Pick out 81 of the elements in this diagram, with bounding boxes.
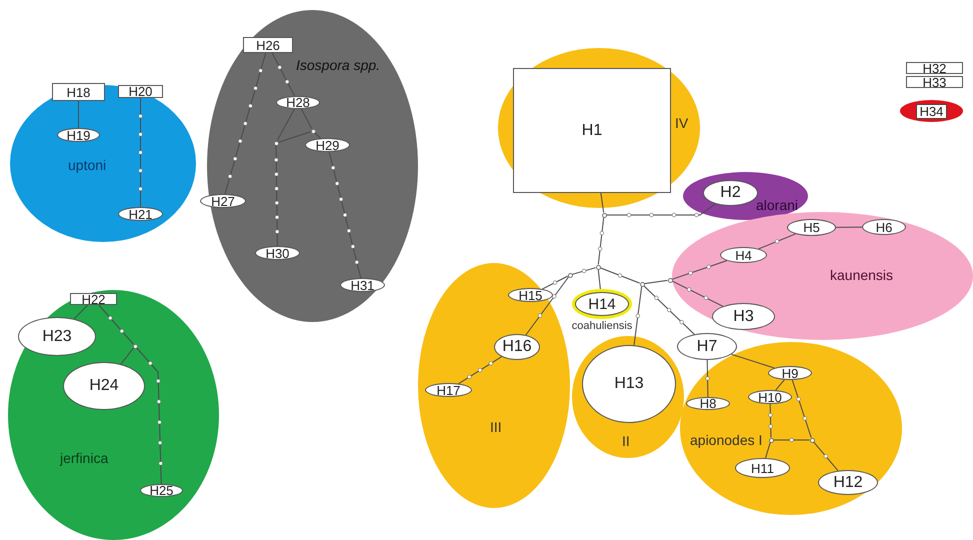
network-link <box>600 267 640 284</box>
network-link <box>276 108 296 142</box>
haplotype-ellipse: H27 <box>200 194 246 208</box>
network-link <box>272 52 296 97</box>
cluster-label: Isospora spp. <box>296 58 380 72</box>
haplotype-ellipse: H9 <box>768 366 812 380</box>
network-link <box>314 132 322 139</box>
haplotype-box: H20 <box>118 85 163 98</box>
network-link <box>644 280 668 284</box>
haplotype-ellipse: H2 <box>703 180 758 206</box>
cluster-label: II <box>622 434 630 448</box>
haplotype-box: H26 <box>243 37 293 53</box>
haplotype-ellipse: H3 <box>712 303 775 330</box>
network-link <box>525 276 570 336</box>
cluster-label: kaunensis <box>830 268 894 282</box>
cluster-label: jerfinica <box>60 451 108 465</box>
haplotype-ellipse: H29 <box>305 138 350 152</box>
haplotype-box: H1 <box>513 68 671 193</box>
network-link <box>770 404 772 438</box>
haplotype-ellipse: H21 <box>118 207 163 221</box>
network-link <box>140 98 141 208</box>
network-link <box>572 267 596 275</box>
haplotype-ellipse: H15 <box>508 288 553 302</box>
network-link <box>224 52 266 195</box>
haplotype-ellipse: H6 <box>862 219 906 235</box>
haplotype-ellipse: H4 <box>720 247 767 263</box>
network-link <box>606 203 716 216</box>
cluster-label: coahuliensis <box>572 321 632 332</box>
haplotype-ellipse: H31 <box>340 278 385 292</box>
network-link <box>98 304 134 345</box>
network-link <box>328 151 362 279</box>
network-link <box>643 285 695 335</box>
haplotype-ellipse: H24 <box>63 362 145 410</box>
haplotype-ellipse: H19 <box>57 128 100 142</box>
cluster-label: alorani <box>756 198 798 212</box>
network-link <box>672 260 728 280</box>
haplotype-box: H34 <box>916 104 948 118</box>
haplotype-ellipse: H25 <box>140 484 183 497</box>
haplotype-box: H18 <box>52 83 105 101</box>
network-link <box>74 304 88 320</box>
cluster-label: uptoni <box>68 158 106 172</box>
haplotype-ellipse: H12 <box>818 470 878 495</box>
network-link <box>775 379 785 391</box>
cluster-label: III <box>490 420 502 434</box>
haplotype-ellipse: H28 <box>276 96 320 109</box>
haplotype-ellipse: H10 <box>748 390 792 404</box>
network-link <box>78 100 79 128</box>
cluster-label: apionodes I <box>690 433 762 447</box>
network-link <box>598 268 601 290</box>
network-link <box>458 356 502 384</box>
network-link <box>276 145 278 246</box>
network-link <box>792 379 812 438</box>
network-link <box>120 347 134 365</box>
haplotype-ellipse: H30 <box>255 246 300 260</box>
network-link <box>136 347 162 484</box>
haplotype-ellipse: H5 <box>787 219 836 236</box>
haplotype-ellipse: H16 <box>494 334 540 360</box>
cluster-label: IV <box>675 116 688 130</box>
network-link <box>300 108 312 130</box>
haplotype-ellipse: H13 <box>582 345 676 423</box>
haplotype-ellipse: H11 <box>735 458 790 478</box>
network-link <box>836 226 862 228</box>
haplotype-box: H33 <box>906 76 963 88</box>
network-link <box>598 216 604 266</box>
network-link <box>813 441 839 472</box>
haplotype-ellipse: H8 <box>686 397 730 410</box>
haplotype-box: H22 <box>70 293 117 305</box>
network-link <box>600 192 604 214</box>
network-link <box>765 442 771 459</box>
network-link <box>758 233 796 250</box>
network-link <box>730 354 775 369</box>
network-link <box>672 280 724 307</box>
network-link <box>634 286 642 346</box>
haplotype-ellipse: H7 <box>677 333 737 360</box>
network-link <box>706 360 708 398</box>
haplotype-ellipse: H23 <box>18 317 96 356</box>
network-link <box>542 276 568 290</box>
network-link <box>278 131 312 143</box>
haplotype-ellipse: H17 <box>425 383 472 397</box>
haplotype-ellipse: H14 <box>575 292 629 316</box>
haplotype-box: H32 <box>906 62 963 74</box>
